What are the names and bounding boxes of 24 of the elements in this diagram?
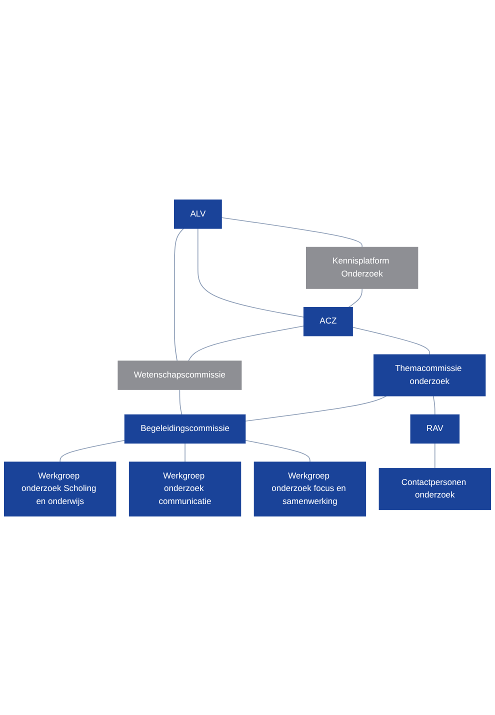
connector bbox=[184, 442, 186, 462]
connector bbox=[221, 216, 362, 248]
connector bbox=[432, 395, 436, 415]
connector bbox=[198, 228, 304, 318]
connector bbox=[352, 326, 430, 354]
connector bbox=[60, 440, 126, 462]
node-box: Begeleidingscommissie bbox=[124, 414, 246, 444]
node-box: Themacommissie onderzoek bbox=[374, 354, 486, 396]
node-box: Werkgroep onderzoek communicatie bbox=[128, 461, 242, 516]
node-box: Contactpersonen onderzoek bbox=[378, 468, 491, 510]
node-box: RAV bbox=[410, 414, 460, 444]
connector bbox=[245, 440, 310, 462]
node-box: ALV bbox=[174, 199, 222, 228]
connector bbox=[245, 395, 387, 422]
node-box: Kennisplatform Onderzoek bbox=[306, 246, 418, 288]
connector bbox=[434, 442, 436, 468]
node-box: Wetenschapscommissie bbox=[118, 360, 242, 390]
node-box: Werkgroep onderzoek focus en samenwerking bbox=[254, 461, 366, 516]
connector bbox=[174, 228, 184, 361]
connector bbox=[188, 325, 304, 361]
connector bbox=[348, 288, 362, 308]
node-box: Werkgroep onderzoek Scholing en onderwijs bbox=[4, 461, 116, 516]
node-box: ACZ bbox=[303, 306, 353, 336]
connector bbox=[179, 388, 182, 415]
